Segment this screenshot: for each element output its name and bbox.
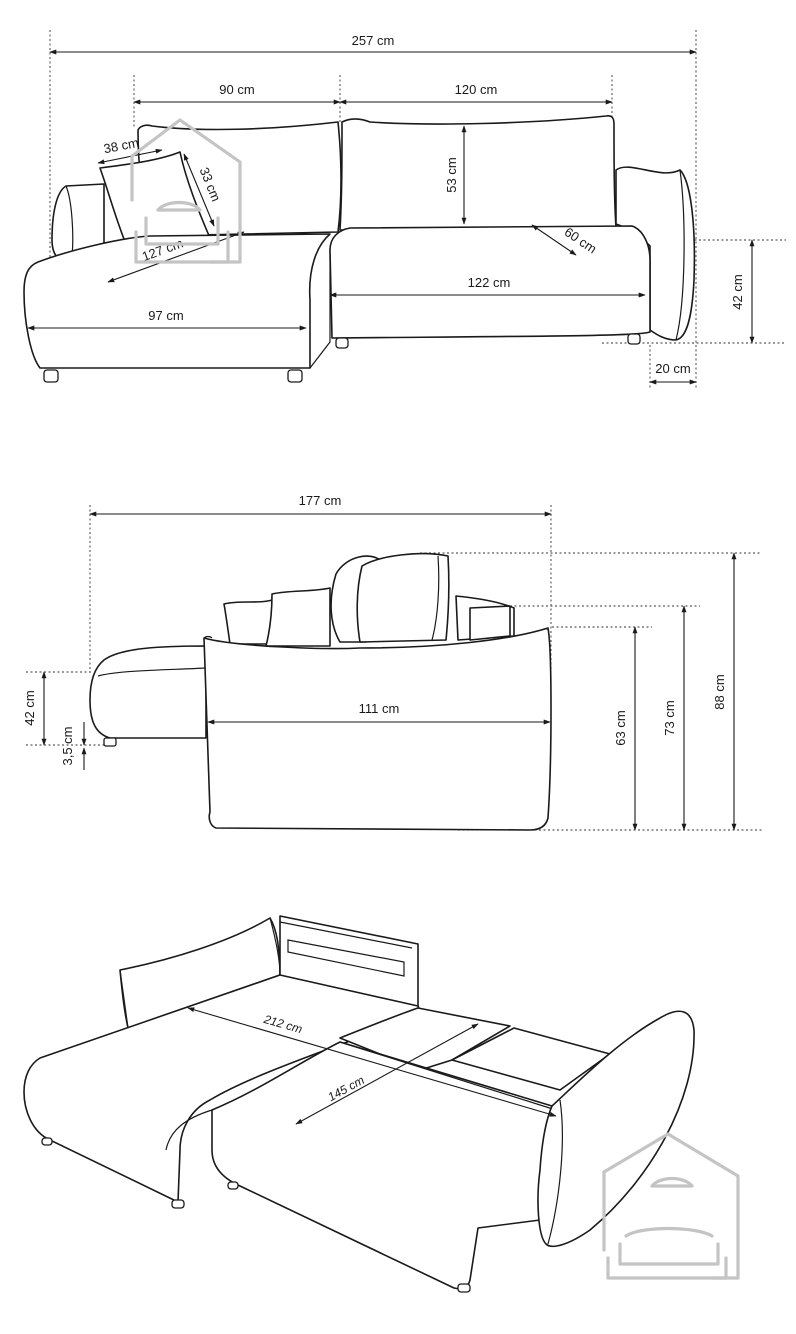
top-armrest-width-label: 20 cm <box>655 361 690 376</box>
top-chaise-width-label: 97 cm <box>148 308 183 323</box>
top-total-width-label: 257 cm <box>352 33 395 48</box>
top-sofa-back-label: 120 cm <box>455 82 498 97</box>
top-cushion-width-label: 38 cm <box>102 135 140 156</box>
side-back-height-label: 73 cm <box>662 700 677 735</box>
top-view: 257 cm 90 cm 120 cm 38 cm 33 cm 53 cm 60… <box>23 30 786 388</box>
top-seat-height-label: 42 cm <box>730 274 745 309</box>
side-seat-height-label: 42 cm <box>22 690 37 725</box>
side-total-depth-label: 177 cm <box>299 493 342 508</box>
top-back-height-label: 53 cm <box>444 157 459 192</box>
top-seat-width-label: 122 cm <box>468 275 511 290</box>
side-leg-height-label: 3,5 cm <box>60 726 75 765</box>
house-logo-watermark-2 <box>602 1132 740 1280</box>
side-armrest-height-label: 63 cm <box>613 710 628 745</box>
side-seat-depth-label: 111 cm <box>359 701 400 716</box>
bed-view: 212 cm 145 cm <box>23 915 740 1293</box>
top-chaise-back-label: 90 cm <box>219 82 254 97</box>
house-logo-watermark <box>130 118 242 264</box>
side-view: 177 cm 111 cm 42 cm 3,5 cm 63 cm 73 cm 8… <box>22 493 762 831</box>
side-total-height-label: 88 cm <box>712 674 727 709</box>
